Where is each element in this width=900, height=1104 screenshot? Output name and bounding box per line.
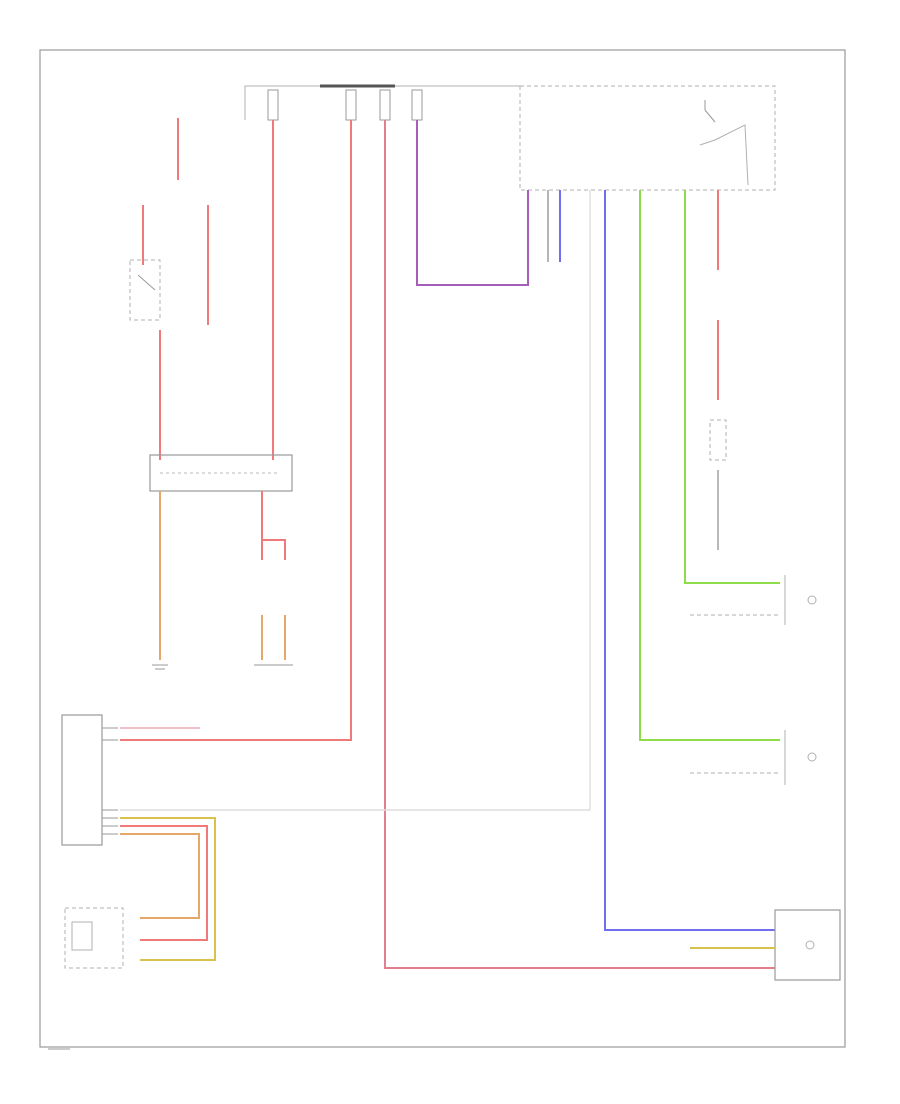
sensor-icon: [805, 940, 815, 950]
wire-white-long: [120, 190, 591, 811]
sensor-icon: [784, 575, 817, 625]
wire-orange-left-lower: [120, 833, 200, 919]
lower-left-sensor: [64, 907, 124, 969]
junction-box: [149, 454, 293, 492]
sensor-box-bottom: [774, 909, 841, 981]
sensor-icon: [784, 730, 817, 785]
switch-icon: [709, 419, 727, 461]
wire-yellow-left: [120, 817, 216, 961]
relay-icon: [129, 259, 161, 321]
control-module-top: [519, 85, 776, 191]
wire-green-1: [639, 190, 780, 741]
wire-red-left-lower: [120, 825, 208, 941]
diagram-border: [39, 49, 846, 1048]
wire-purple-fuse4: [416, 120, 529, 286]
wire-red-fuse2: [120, 120, 352, 741]
switch-icon: [699, 100, 749, 186]
sensor-icon: [71, 921, 93, 951]
module-pins: [102, 727, 118, 835]
wire-green-2: [684, 190, 780, 584]
fuse-panel-outline: [244, 85, 520, 120]
left-control-module: [61, 714, 103, 846]
fuse-icon: [267, 89, 423, 121]
wire-red-loop: [261, 491, 286, 560]
ground-icon: [152, 664, 168, 670]
wire-blue-long: [604, 190, 775, 931]
wire-pink-fuse3: [384, 120, 775, 969]
